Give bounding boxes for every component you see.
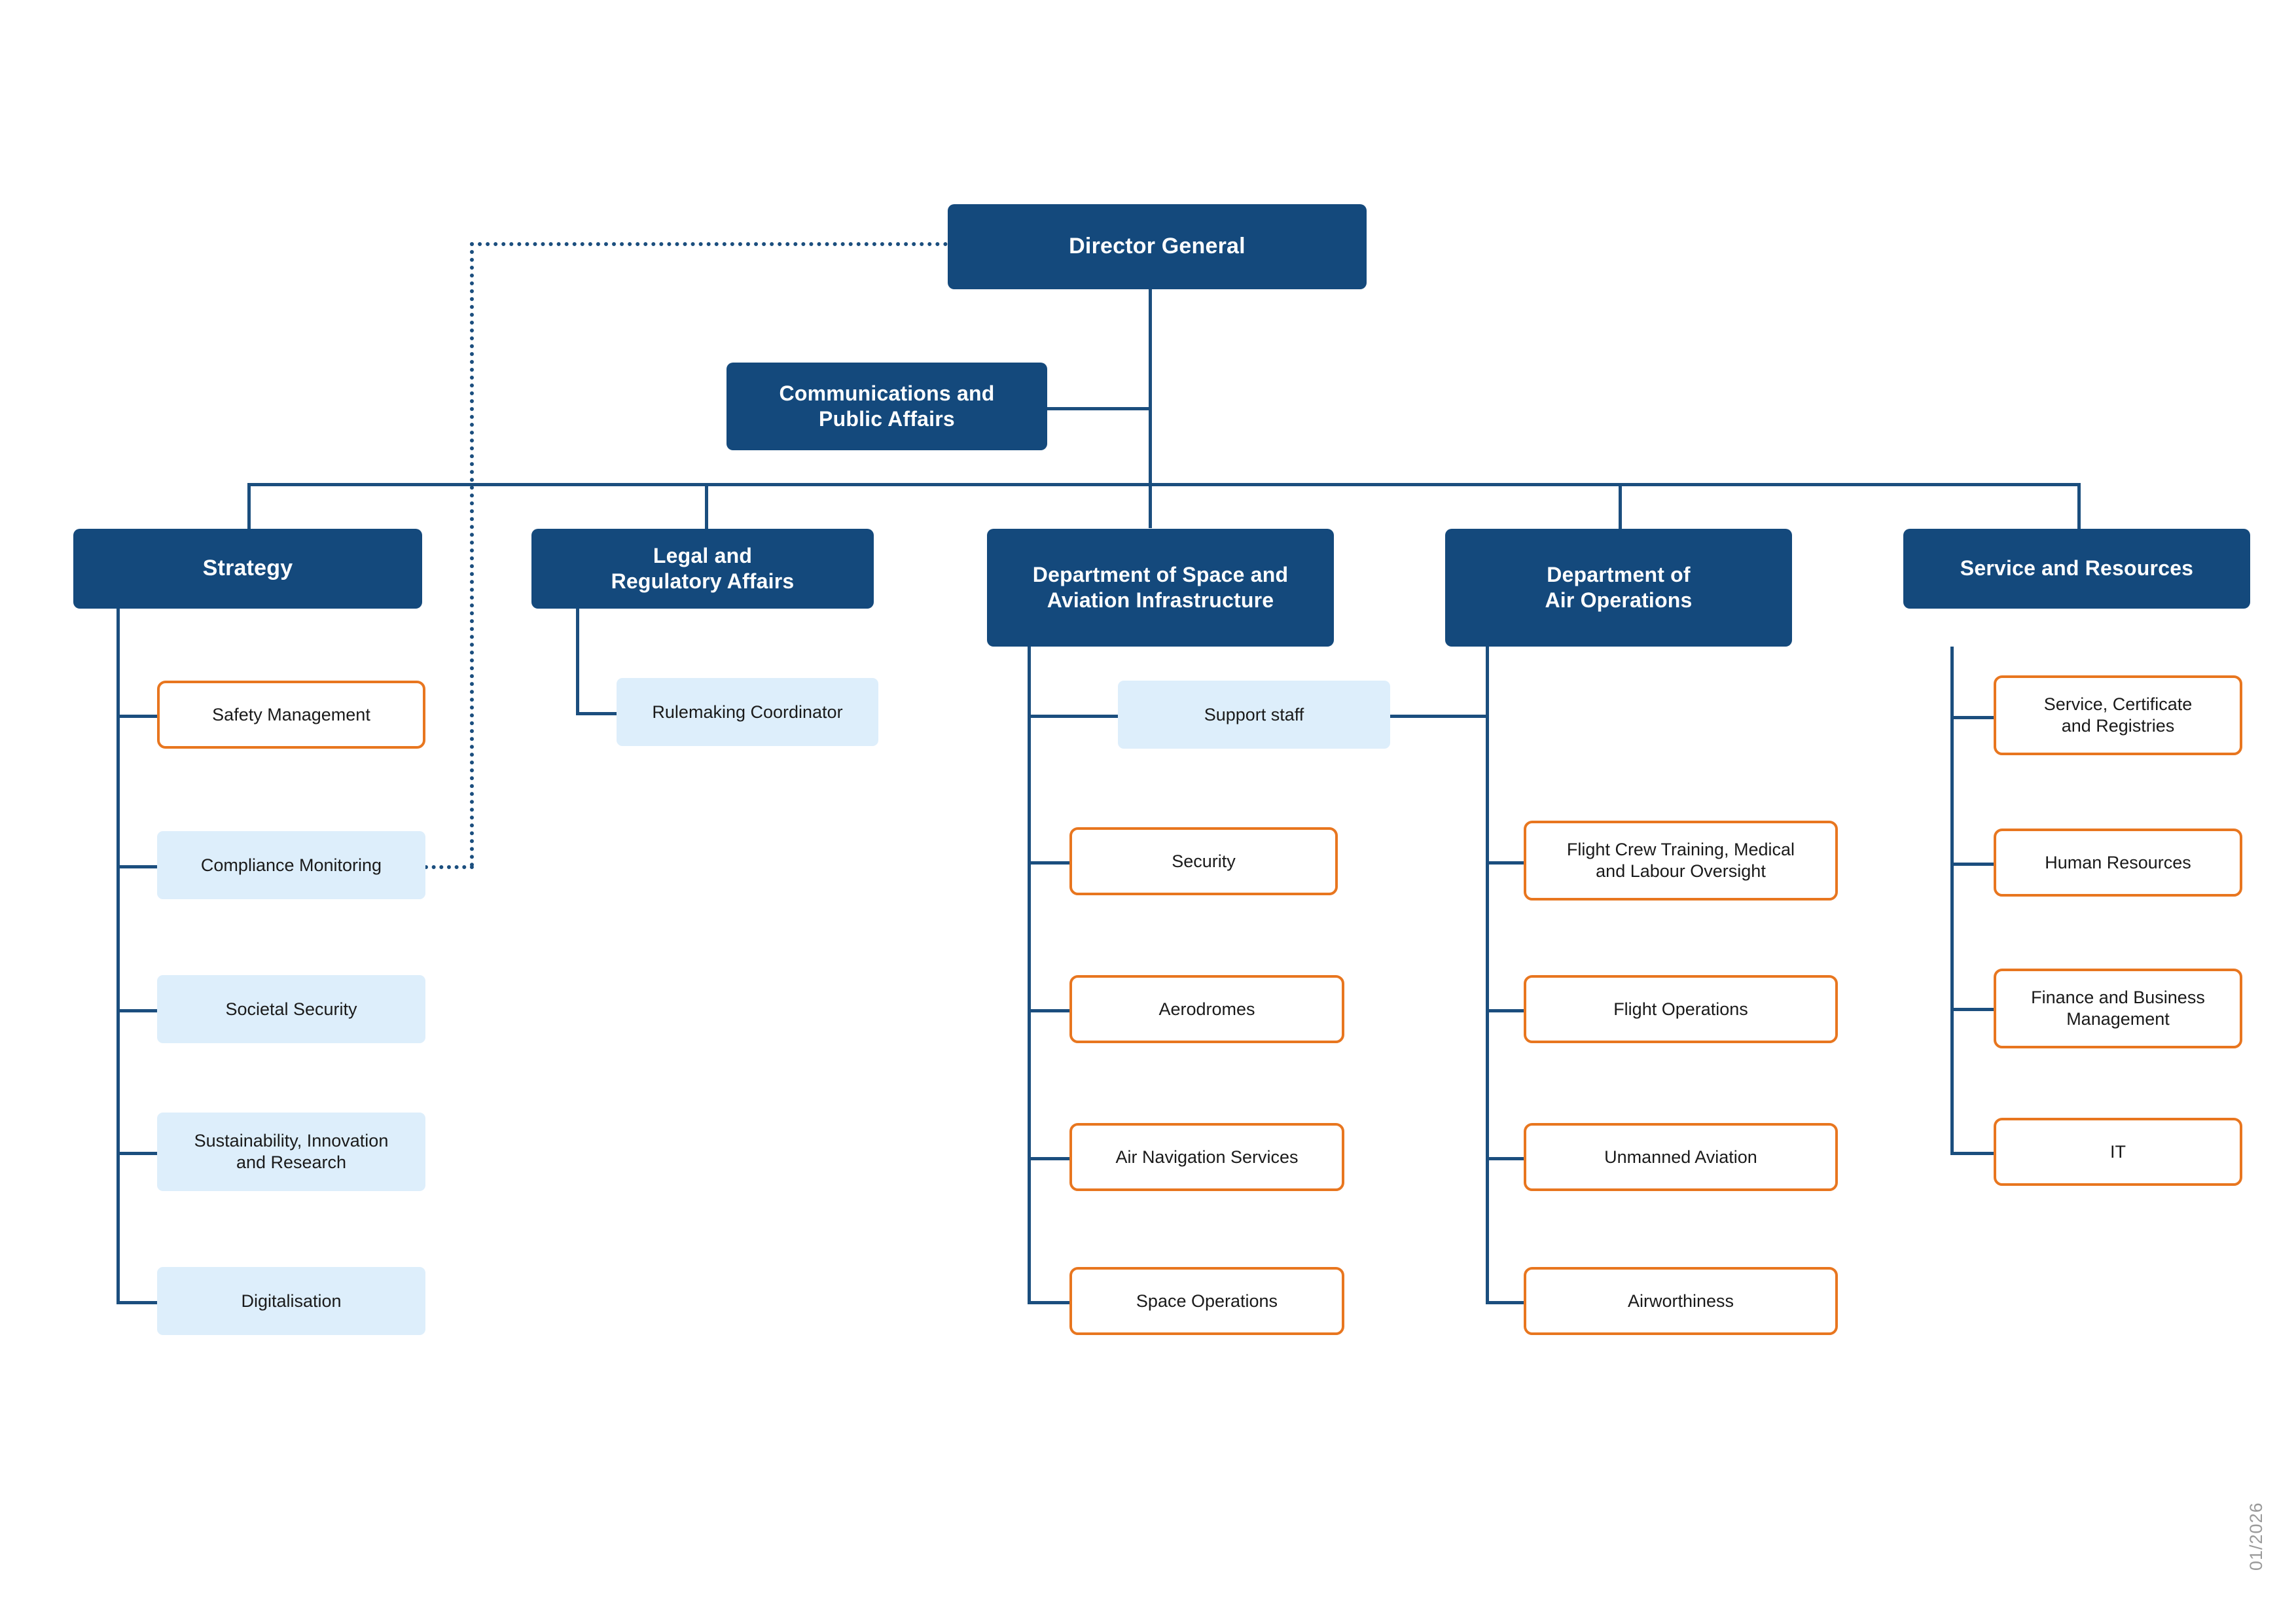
node-human-resources[interactable]: Human Resources	[1994, 829, 2242, 897]
connector-dotted-to-compliance	[424, 865, 474, 869]
connector-service-branch-1	[1950, 716, 1994, 719]
node-airworthiness[interactable]: Airworthiness	[1524, 1267, 1838, 1335]
node-safety-management-label: Safety Management	[212, 704, 370, 724]
connector-legal-branch-1	[576, 712, 618, 715]
datestamp: 01/2026	[2246, 1502, 2266, 1571]
connector-bus-to-air-operations	[1619, 483, 1622, 529]
node-security-label: Security	[1172, 851, 1236, 871]
connector-space-branch-1	[1028, 861, 1071, 865]
node-societal-security[interactable]: Societal Security	[157, 975, 425, 1043]
connector-space-branch-3	[1028, 1157, 1071, 1160]
node-it-label: IT	[2110, 1141, 2126, 1162]
connector-bus-to-legal	[705, 483, 708, 529]
node-compliance-monitoring-label: Compliance Monitoring	[200, 855, 382, 875]
node-division-strategy-label: Strategy	[202, 556, 293, 581]
node-rulemaking-coordinator-label: Rulemaking Coordinator	[652, 702, 843, 722]
node-security[interactable]: Security	[1069, 827, 1338, 895]
connector-airops-branch-2	[1486, 1009, 1525, 1012]
node-unmanned-aviation-label: Unmanned Aviation	[1604, 1147, 1757, 1167]
node-digitalisation[interactable]: Digitalisation	[157, 1267, 425, 1335]
connector-space-branch-2	[1028, 1009, 1071, 1012]
node-aerodromes-label: Aerodromes	[1158, 999, 1255, 1019]
node-division-service-and-resources[interactable]: Service and Resources	[1903, 529, 2250, 609]
node-compliance-monitoring[interactable]: Compliance Monitoring	[157, 831, 425, 899]
node-division-strategy[interactable]: Strategy	[73, 529, 422, 609]
node-space-operations-label: Space Operations	[1136, 1291, 1278, 1311]
connector-service-branch-3	[1950, 1008, 1994, 1011]
node-air-navigation-services[interactable]: Air Navigation Services	[1069, 1123, 1344, 1191]
node-support-staff[interactable]: Support staff	[1118, 681, 1390, 749]
node-unmanned-aviation[interactable]: Unmanned Aviation	[1524, 1123, 1838, 1191]
node-support-staff-label: Support staff	[1204, 704, 1304, 724]
node-director-general-label: Director General	[1069, 234, 1246, 259]
connector-space-branch-4	[1028, 1301, 1071, 1304]
node-division-service-and-resources-label: Service and Resources	[1960, 556, 2194, 580]
connector-bus-to-service-resources	[2077, 483, 2081, 529]
connector-strategy-spine	[117, 609, 120, 1304]
connector-dotted-top	[470, 242, 948, 246]
node-space-operations[interactable]: Space Operations	[1069, 1267, 1344, 1335]
connector-space-spine	[1028, 647, 1031, 1304]
node-director-general[interactable]: Director General	[948, 204, 1367, 289]
connector-service-branch-4	[1950, 1152, 1994, 1155]
connector-strategy-branch-3	[117, 1009, 158, 1012]
connector-airops-branch-1	[1486, 861, 1525, 865]
connector-dg-to-communications	[1047, 407, 1151, 410]
connector-service-branch-2	[1950, 863, 1994, 866]
connector-strategy-branch-2	[117, 865, 158, 868]
node-flight-operations-label: Flight Operations	[1613, 999, 1748, 1019]
node-safety-management[interactable]: Safety Management	[157, 681, 425, 749]
connector-main-bus	[247, 483, 2080, 486]
node-rulemaking-coordinator[interactable]: Rulemaking Coordinator	[617, 678, 878, 746]
node-it[interactable]: IT	[1994, 1118, 2242, 1186]
connector-strategy-branch-5	[117, 1301, 158, 1304]
connector-airops-spine	[1486, 647, 1489, 1304]
node-air-navigation-services-label: Air Navigation Services	[1115, 1147, 1299, 1167]
node-aerodromes[interactable]: Aerodromes	[1069, 975, 1344, 1043]
node-societal-security-label: Societal Security	[225, 999, 357, 1019]
node-flight-operations[interactable]: Flight Operations	[1524, 975, 1838, 1043]
connector-strategy-branch-4	[117, 1152, 158, 1155]
connector-space-to-support-staff	[1028, 715, 1119, 718]
connector-dotted-vertical	[470, 242, 474, 867]
node-human-resources-label: Human Resources	[2045, 852, 2191, 872]
connector-airops-branch-3	[1486, 1157, 1525, 1160]
connector-support-staff-to-airops	[1389, 715, 1489, 718]
node-digitalisation-label: Digitalisation	[241, 1291, 342, 1311]
connector-service-spine	[1950, 647, 1954, 1152]
connector-legal-spine	[576, 609, 579, 712]
node-airworthiness-label: Airworthiness	[1627, 1291, 1734, 1311]
connector-bus-to-strategy	[247, 483, 251, 529]
connector-airops-branch-4	[1486, 1301, 1525, 1304]
connector-strategy-branch-1	[117, 715, 158, 718]
